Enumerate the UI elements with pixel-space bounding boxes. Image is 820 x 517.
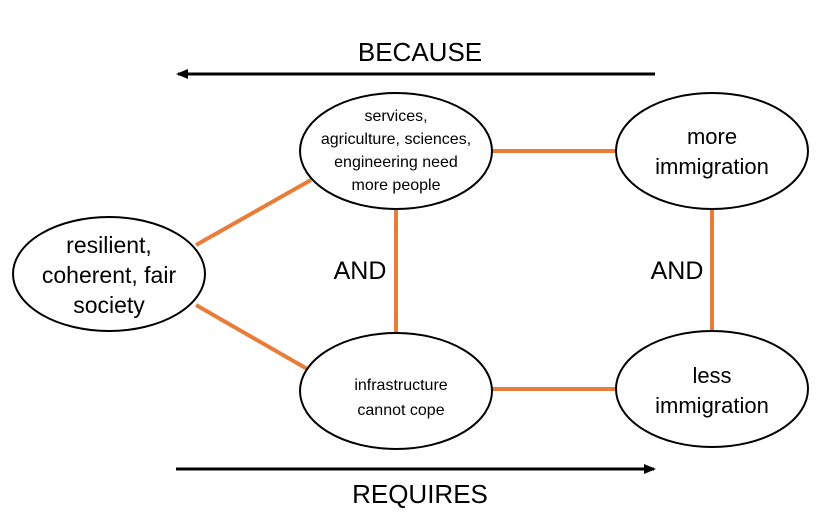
services-line-3: engineering need [334,154,458,171]
requires-label: REQUIRES [352,479,488,509]
edge-society-services [195,178,312,247]
more-immigration-line-1: more [686,124,738,149]
node-infrastructure-shape [299,332,493,450]
node-less-immigration-text: less immigration [627,361,797,421]
services-line-2: agriculture, sciences, [320,131,472,148]
node-services-text: services, agriculture, sciences, enginee… [296,104,496,198]
society-line-1: resilient, [66,232,152,258]
node-services-shape [299,92,493,210]
edge-society-infrastructure [195,303,310,372]
connection-edges [195,149,714,391]
less-immigration-line-2: immigration [655,393,769,418]
node-infrastructure-text: infrastructure cannot cope [316,373,486,423]
less-immigration-line-1: less [692,363,732,388]
society-line-3: society [73,292,145,318]
node-society-text: resilient, coherent, fair society [19,229,199,321]
node-more-immigration-text: more immigration [627,122,797,182]
more-immigration-line-2: immigration [655,154,769,179]
and-label-right: AND [650,257,704,285]
node-less-immigration-shape [615,330,809,448]
infrastructure-line-2: cannot cope [357,402,445,419]
and-label-left: AND [333,257,387,285]
because-label: BECAUSE [357,37,483,67]
infrastructure-line-1: infrastructure [354,377,448,394]
services-line-1: services, [364,108,428,125]
node-society-shape [12,216,206,332]
node-shapes [12,92,809,450]
node-more-immigration-shape [615,92,809,210]
society-line-2: coherent, fair [41,262,177,288]
services-line-4: more people [351,177,441,194]
